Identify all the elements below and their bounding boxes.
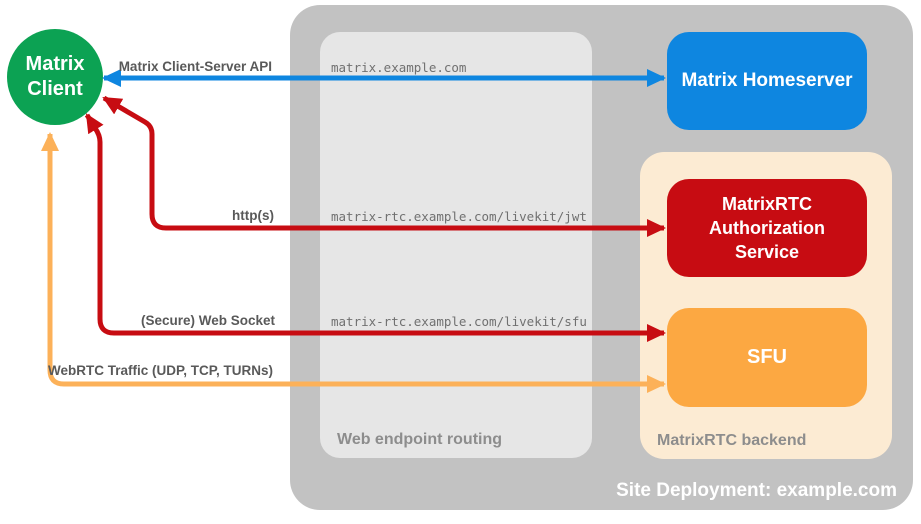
- matrix-client-node: Matrix Client: [7, 29, 103, 125]
- matrix-homeserver-label: Matrix Homeserver: [681, 70, 853, 91]
- endpoint-sfu-host: matrix-rtc.example.com/livekit/sfu: [331, 314, 587, 329]
- web-endpoint-routing-label: Web endpoint routing: [337, 431, 503, 448]
- site-deployment-label: Site Deployment: example.com: [616, 480, 897, 501]
- endpoint-homeserver-host: matrix.example.com: [331, 60, 467, 75]
- endpoint-jwt-host: matrix-rtc.example.com/livekit/jwt: [331, 209, 587, 224]
- client-server-api-label: Matrix Client-Server API: [118, 59, 272, 74]
- sfu-node: SFU: [667, 308, 867, 407]
- matrixrtc-backend-label: MatrixRTC backend: [657, 432, 807, 449]
- websocket-label: (Secure) Web Socket: [140, 313, 275, 328]
- sfu-label: SFU: [747, 346, 787, 368]
- matrix-homeserver-node: Matrix Homeserver: [667, 32, 867, 130]
- matrix-client-label: Matrix Client: [25, 53, 85, 100]
- matrixrtc-authorization-service-label: MatrixRTC Authorization Service: [709, 193, 825, 263]
- web-endpoint-routing-container: Web endpoint routing: [320, 32, 592, 458]
- https-label: http(s): [232, 208, 274, 223]
- webrtc-traffic-label: WebRTC Traffic (UDP, TCP, TURNs): [47, 363, 273, 378]
- matrixrtc-authorization-service-node: MatrixRTC Authorization Service: [667, 179, 867, 277]
